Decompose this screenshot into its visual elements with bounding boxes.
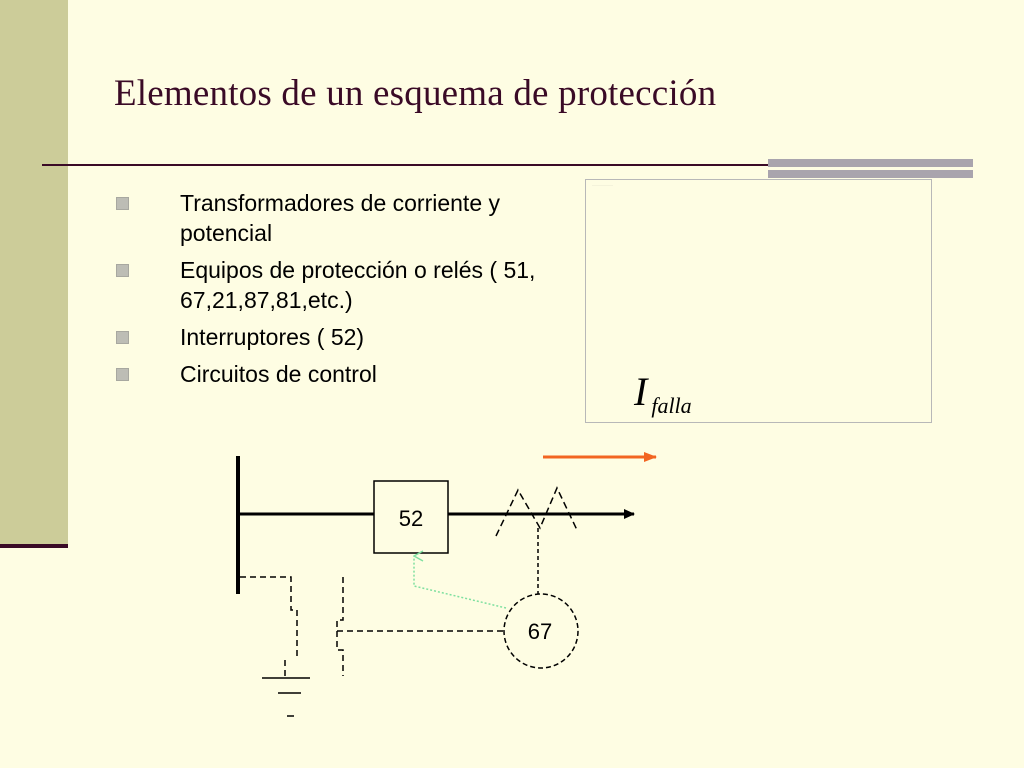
relay-67-label: 67 [528, 619, 552, 644]
square-bullet-icon [116, 331, 129, 344]
slide-title: Elementos de un esquema de protección [114, 73, 717, 114]
formula-main-symbol: I [634, 369, 648, 414]
formula-subscript: falla [651, 393, 692, 418]
voltage-transformer-primary [240, 576, 298, 660]
embedded-object-frame[interactable]: ····················· [585, 179, 932, 423]
list-item-text: Equipos de protección o relés ( 51, 67,2… [180, 257, 536, 313]
list-item-text: Transformadores de corriente y potencial [180, 190, 501, 246]
list-item: Equipos de protección o relés ( 51, 67,2… [112, 255, 552, 315]
list-item: Circuitos de control [112, 359, 552, 389]
breaker-52-box [373, 480, 449, 554]
list-item: Transformadores de corriente y potencial [112, 188, 552, 248]
relay-to-breaker-trip-link [414, 556, 507, 609]
embedded-object-caption: ····················· [592, 183, 613, 187]
voltage-transformer-secondary [336, 577, 344, 676]
square-bullet-icon [116, 368, 129, 381]
decorative-tab-top [768, 159, 973, 167]
current-transformer-winding [495, 486, 578, 537]
list-item: Interruptores ( 52) [112, 322, 552, 352]
relay-67-circle [503, 593, 579, 669]
list-item-text: Circuitos de control [180, 361, 377, 387]
square-bullet-icon [116, 197, 129, 210]
left-band-underline [0, 544, 68, 548]
title-divider [42, 164, 972, 166]
left-decorative-band [0, 0, 68, 546]
decorative-tab-bottom [768, 170, 973, 178]
list-item-text: Interruptores ( 52) [180, 324, 365, 350]
bullet-list: Transformadores de corriente y potencial… [112, 188, 552, 396]
breaker-52-label: 52 [399, 506, 423, 531]
square-bullet-icon [116, 264, 129, 277]
